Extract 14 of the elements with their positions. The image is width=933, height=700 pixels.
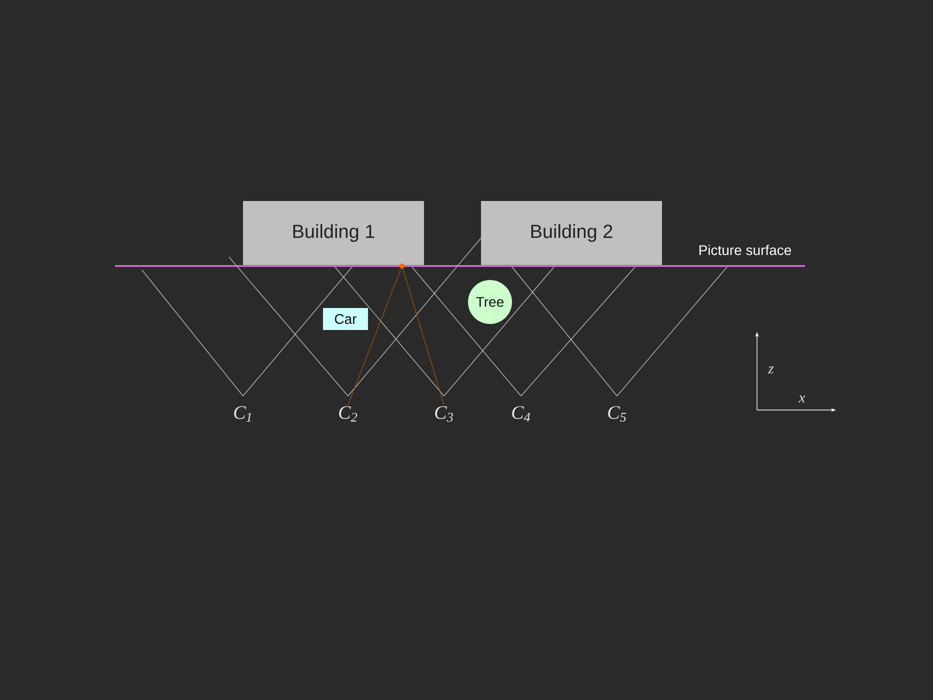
camera-label: C$_{3}$	[435, 406, 453, 422]
sight-line	[348, 268, 402, 406]
camera-label: C$_{1}$	[234, 406, 251, 422]
point-marker	[400, 264, 404, 268]
camera-label: C$_{5}$	[608, 406, 626, 422]
car-box: Car	[323, 308, 368, 330]
axis-label: z	[768, 366, 774, 374]
sight-line	[402, 268, 444, 406]
building-box: Building 2	[481, 201, 662, 265]
building-box: Building 1	[243, 201, 424, 265]
surface-label: Picture surface	[699, 244, 792, 256]
camera-label: C$_{4}$	[512, 406, 530, 422]
camera-label: C$_{2}$	[339, 406, 358, 422]
axis-label: x	[798, 396, 806, 402]
